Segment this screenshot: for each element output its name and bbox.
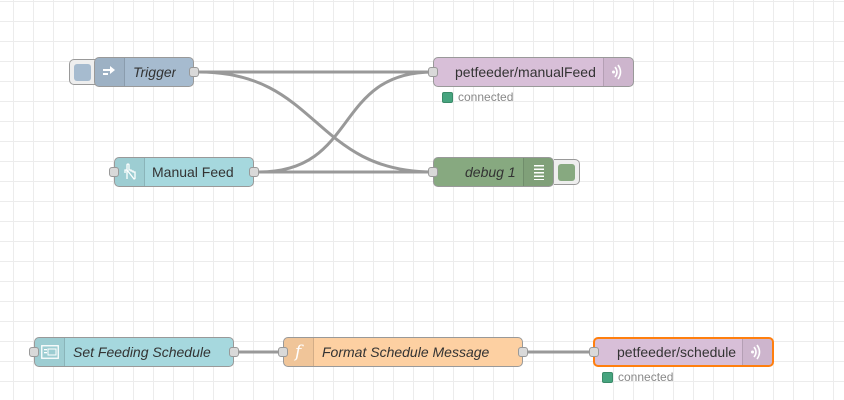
mqtt-schedule-label: petfeeder/schedule bbox=[617, 344, 737, 360]
manual-feed-node[interactable]: Manual Feed bbox=[109, 157, 259, 187]
inject-arrow-icon bbox=[95, 58, 125, 86]
status-text: connected bbox=[458, 90, 514, 104]
mqtt-manualfeed-label: petfeeder/manualFeed bbox=[455, 64, 596, 80]
debug-list-icon bbox=[523, 158, 553, 186]
mqtt-manualfeed-node[interactable]: petfeeder/manualFeed bbox=[428, 57, 634, 87]
set-schedule-node[interactable]: Set Feeding Schedule bbox=[29, 337, 239, 367]
trigger-node[interactable]: Trigger bbox=[94, 57, 199, 87]
debug-label: debug 1 bbox=[465, 164, 516, 180]
format-schedule-label: Format Schedule Message bbox=[322, 344, 490, 360]
manual-feed-label: Manual Feed bbox=[152, 164, 234, 180]
set-schedule-label: Set Feeding Schedule bbox=[73, 344, 211, 360]
mqtt-schedule-node[interactable]: petfeeder/schedule bbox=[589, 337, 774, 367]
status-connected-icon bbox=[442, 91, 453, 103]
set-schedule-input-port[interactable] bbox=[29, 347, 39, 357]
status-text: connected bbox=[618, 370, 674, 384]
trigger-output-port[interactable] bbox=[189, 67, 199, 77]
format-schedule-input-port[interactable] bbox=[278, 347, 288, 357]
function-icon: f bbox=[284, 338, 314, 366]
debug-node[interactable]: debug 1 bbox=[428, 157, 554, 187]
mqtt-manualfeed-input-port[interactable] bbox=[428, 67, 438, 77]
hand-pointer-icon bbox=[115, 158, 145, 186]
form-icon bbox=[35, 338, 65, 366]
trigger-label: Trigger bbox=[133, 64, 177, 80]
inject-button-face[interactable] bbox=[74, 63, 91, 81]
set-schedule-output-port[interactable] bbox=[229, 347, 239, 357]
status-connected-icon bbox=[602, 371, 613, 383]
format-schedule-node[interactable]: f Format Schedule Message bbox=[278, 337, 528, 367]
debug-input-port[interactable] bbox=[428, 167, 438, 177]
wire-trigger-to-debug[interactable] bbox=[198, 70, 434, 174]
svg-text:f: f bbox=[293, 342, 304, 362]
mqtt-schedule-status: connected bbox=[602, 370, 673, 384]
mqtt-bridge-icon bbox=[603, 58, 633, 86]
manual-feed-input-port[interactable] bbox=[109, 167, 119, 177]
mqtt-schedule-input-port[interactable] bbox=[589, 347, 599, 357]
format-schedule-output-port[interactable] bbox=[518, 347, 528, 357]
debug-toggle-button[interactable] bbox=[554, 159, 580, 185]
mqtt-bridge-icon bbox=[742, 339, 772, 365]
wire-manualfeed-to-mqtt[interactable] bbox=[258, 70, 434, 174]
inject-button[interactable] bbox=[69, 59, 95, 85]
manual-feed-output-port[interactable] bbox=[249, 167, 259, 177]
mqtt-manualfeed-status: connected bbox=[442, 90, 513, 104]
debug-toggle-face[interactable] bbox=[558, 163, 575, 181]
